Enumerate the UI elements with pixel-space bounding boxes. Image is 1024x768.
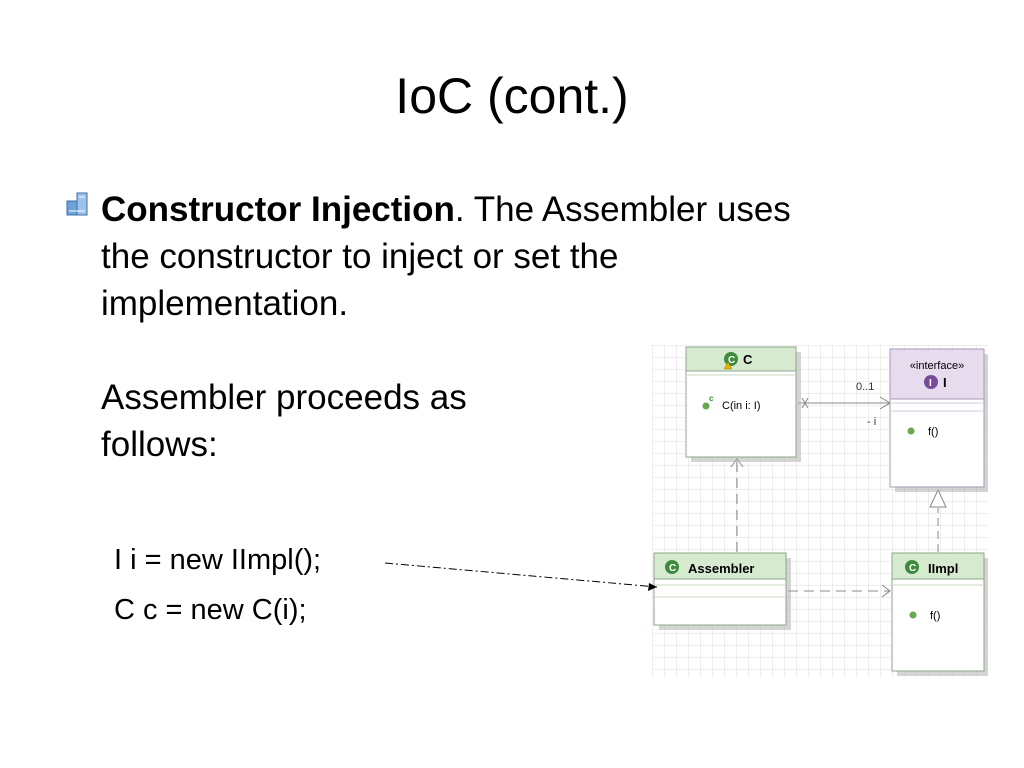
class-iimpl-method: f()	[930, 610, 940, 622]
interface-stereotype: «interface»	[910, 360, 964, 372]
role-label: - i	[867, 416, 876, 428]
class-c-constructor: C(in i: I)	[722, 400, 761, 412]
svg-text:c: c	[709, 394, 714, 403]
uml-class-diagram: 0..1 - i C C	[652, 345, 989, 677]
svg-text:C: C	[909, 563, 916, 574]
class-assembler-name: Assembler	[688, 561, 754, 576]
svg-text:C: C	[669, 563, 676, 574]
slide-title: IoC (cont.)	[395, 68, 629, 124]
class-iimpl[interactable]: C IImpl f()	[891, 552, 989, 676]
class-icon: C	[905, 560, 919, 574]
svg-text:C: C	[728, 355, 735, 366]
class-c-name: C	[743, 352, 753, 367]
multiplicity-label: 0..1	[856, 381, 874, 393]
realization-iimpl-i	[929, 488, 947, 552]
class-c[interactable]: C C c C(in i: I)	[685, 346, 801, 462]
interface-icon: I	[924, 375, 938, 389]
constructor-icon: c	[702, 394, 714, 410]
interface-i-method: f()	[928, 426, 938, 438]
bullet-followup: Assembler proceeds as follows:	[101, 378, 467, 464]
method-icon	[907, 427, 915, 435]
bullet-heading: Constructor Injection	[101, 190, 455, 229]
bullet-paragraph: Constructor Injection. The Assembler use…	[101, 186, 801, 327]
class-assembler[interactable]: C Assembler	[653, 552, 791, 630]
interface-i-name: I	[943, 375, 947, 390]
svg-text:I: I	[929, 378, 932, 389]
code-line-1: I i = new IImpl();	[114, 544, 322, 576]
class-iimpl-name: IImpl	[928, 561, 958, 576]
class-icon: C	[723, 352, 738, 370]
interface-i[interactable]: «interface» I I f()	[889, 348, 989, 492]
code-line-2: C c = new C(i);	[114, 594, 307, 626]
method-icon	[909, 611, 917, 619]
bullet-body: . The Assembler uses the constructor to …	[101, 190, 791, 323]
bullet-text: Constructor Injection. The Assembler use…	[101, 186, 821, 468]
association-c-i: 0..1 - i	[798, 381, 891, 428]
class-icon: C	[665, 560, 679, 574]
dependency-assembler-iimpl	[788, 584, 891, 598]
bullet-icon	[66, 192, 88, 216]
